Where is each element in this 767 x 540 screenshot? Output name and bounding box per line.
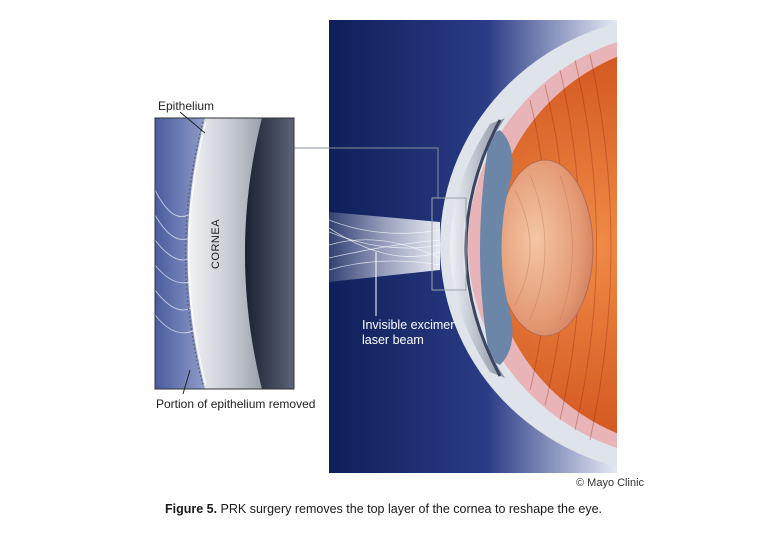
- laser-label-line2: laser beam: [362, 333, 424, 347]
- inset-panel: [155, 118, 294, 389]
- cornea-label: CORNEA: [210, 218, 223, 270]
- caption-text: PRK surgery removes the top layer of the…: [220, 502, 603, 516]
- epithelium-leader: [179, 111, 206, 134]
- zoom-connector: [294, 147, 439, 198]
- inset-border: [154, 117, 295, 390]
- laser-beam-label: Invisible excimer laser beam: [362, 318, 472, 348]
- epithelium-removed-label: Portion of epithelium removed: [156, 397, 316, 411]
- figure-number: Figure 5.: [164, 502, 218, 516]
- figure-caption: Figure 5. PRK surgery removes the top la…: [0, 502, 767, 516]
- main-eye-panel: [329, 20, 617, 473]
- copyright-label: © Mayo Clinic: [576, 477, 645, 489]
- epithelium-label: Epithelium: [158, 99, 215, 113]
- laser-beam: [329, 212, 441, 282]
- removed-leader: [182, 369, 191, 395]
- laser-label-line1: Invisible excimer: [362, 318, 455, 332]
